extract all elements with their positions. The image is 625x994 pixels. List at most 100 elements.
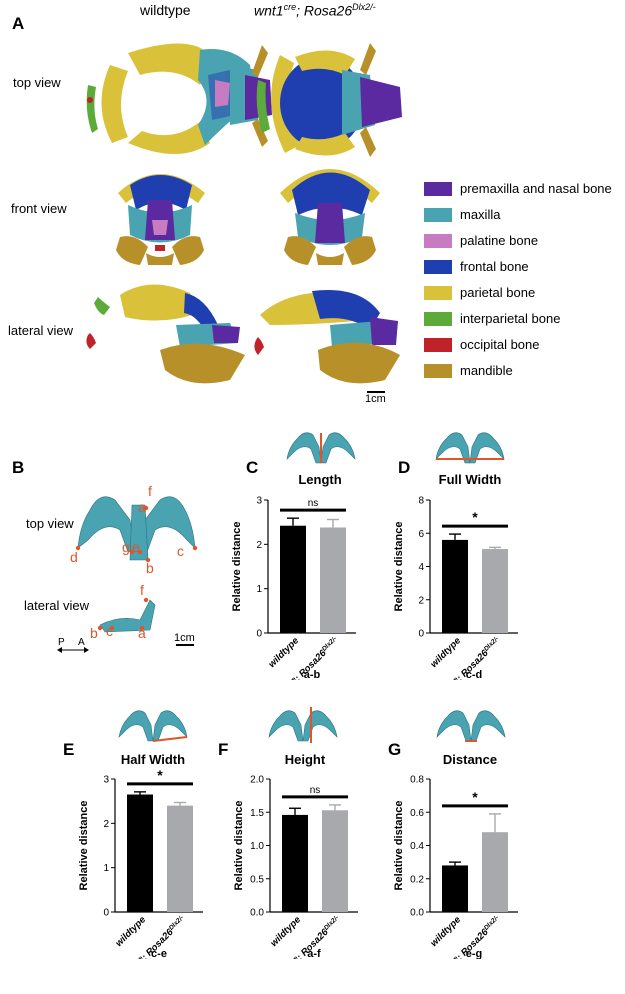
significance-label: *	[472, 509, 478, 525]
legend-swatch-occipital	[424, 338, 452, 352]
y-tick-label: 2	[103, 819, 109, 830]
panel-g-maxilla-icon	[436, 710, 506, 742]
x-axis-label: a-f	[307, 948, 321, 959]
y-tick-label: 2.0	[250, 775, 264, 786]
landmark-c-top: c	[177, 543, 184, 559]
landmark-f-top: f	[148, 483, 152, 499]
column-header-wildtype: wildtype	[140, 2, 191, 18]
panel-e-maxilla-icon	[118, 710, 188, 742]
y-tick-label: 1	[103, 863, 109, 874]
y-axis-label: Relative distance	[78, 801, 90, 891]
wildtype-lateral-view-skull	[86, 284, 245, 384]
landmark-diagram: a f d g e c b f b c a	[70, 483, 198, 641]
mutant-top-view-skull	[256, 43, 402, 157]
y-tick-label: 0	[418, 629, 424, 640]
landmark-d: d	[70, 549, 78, 565]
bar-wildtype	[127, 794, 153, 912]
mutant-front-view-skull	[280, 169, 380, 265]
landmark-e: e	[132, 539, 140, 555]
bar-wildtype	[282, 814, 308, 912]
panel-f-title: Height	[284, 752, 326, 767]
y-tick-label: 0.2	[410, 874, 424, 885]
y-tick-label: 2	[418, 595, 424, 606]
landmark-c-lat: c	[106, 623, 113, 639]
wildtype-top-view-skull	[86, 43, 272, 154]
landmark-g: g	[122, 539, 130, 555]
landmark-b-top: b	[146, 560, 154, 576]
x-axis-label: e-g	[466, 948, 483, 959]
legend-label-frontal: frontal bone	[460, 259, 529, 274]
panel-f-letter: F	[218, 740, 229, 759]
legend-label-maxilla: maxilla	[460, 207, 501, 222]
panel-c-title: Length	[298, 472, 342, 487]
bar-mutant	[167, 805, 193, 912]
legend-swatch-premaxilla	[424, 182, 452, 196]
y-axis-label: Relative distance	[231, 522, 243, 612]
bar-mutant	[320, 527, 346, 633]
column-header-mutant: wnt1cre; Rosa26Dlx2/-	[254, 2, 376, 19]
panel-e-letter: E	[63, 740, 75, 759]
y-tick-label: 0.5	[250, 874, 264, 885]
panel-g-letter: G	[388, 740, 402, 759]
y-tick-label: 1.0	[250, 841, 264, 852]
panel-c-letter: C	[246, 458, 259, 477]
y-tick-label: 0.4	[410, 841, 424, 852]
panel-b-letter: B	[12, 458, 25, 477]
y-axis-label: Relative distance	[393, 801, 405, 891]
bar-wildtype	[280, 525, 306, 633]
panel-a-scale-bar	[367, 391, 385, 393]
axis-anterior-label: A	[78, 637, 85, 648]
panel-b-scale-label: 1cm	[174, 632, 195, 644]
significance-label: ns	[310, 785, 321, 796]
panel-d-letter: D	[398, 458, 411, 477]
y-tick-label: 3	[256, 496, 262, 507]
y-axis-label: Relative distance	[393, 522, 405, 612]
y-tick-label: 8	[418, 496, 424, 507]
legend-swatch-frontal	[424, 260, 452, 274]
legend-label-parietal: parietal bone	[460, 285, 536, 300]
legend-swatch-parietal	[424, 286, 452, 300]
legend-label-interparietal: interparietal bone	[460, 311, 561, 326]
panel-d-maxilla-icon	[435, 432, 505, 464]
row-label-front-view: front view	[11, 201, 67, 216]
legend-swatch-palatine	[424, 234, 452, 248]
bar-mutant	[482, 549, 508, 633]
y-tick-label: 0.8	[410, 775, 424, 786]
legend-label-premaxilla: premaxilla and nasal bone	[460, 181, 612, 196]
row-label-top-view: top view	[13, 75, 61, 90]
y-tick-label: 0	[256, 629, 262, 640]
mutant-lateral-view-skull	[254, 289, 400, 384]
landmark-b-lat: b	[90, 625, 98, 641]
legend-swatch-mandible	[424, 364, 452, 378]
y-tick-label: 0.0	[410, 908, 424, 919]
x-axis-label: c-d	[466, 669, 483, 680]
panel-d-title: Full Width	[438, 472, 502, 487]
x-axis-label: a-b	[304, 669, 321, 680]
legend-swatch-interparietal	[424, 312, 452, 326]
x-category-wildtype: wildtype	[113, 914, 148, 949]
legend-label-occipital: occipital bone	[460, 337, 540, 352]
landmark-a-top: a	[138, 499, 146, 515]
landmark-f-lat: f	[140, 582, 144, 598]
y-tick-label: 6	[418, 529, 424, 540]
y-axis-label: Relative distance	[233, 801, 245, 891]
panel-b-lateral-view-label: lateral view	[24, 598, 90, 613]
x-category-wildtype: wildtype	[266, 635, 301, 670]
panel-b-scale-bar	[176, 644, 194, 646]
row-label-lateral-view: lateral view	[8, 323, 74, 338]
legend-label-mandible: mandible	[460, 363, 513, 378]
y-tick-label: 0.0	[250, 908, 264, 919]
skull-renderings	[86, 43, 402, 384]
significance-label: *	[157, 769, 163, 783]
panel-c-maxilla-icon	[286, 432, 356, 464]
significance-label: ns	[308, 498, 319, 509]
bar-mutant	[322, 810, 348, 912]
panel-a-letter: A	[12, 14, 25, 33]
bar-wildtype	[442, 865, 468, 912]
legend-label-palatine: palatine bone	[460, 233, 539, 248]
significance-label: *	[472, 789, 478, 805]
